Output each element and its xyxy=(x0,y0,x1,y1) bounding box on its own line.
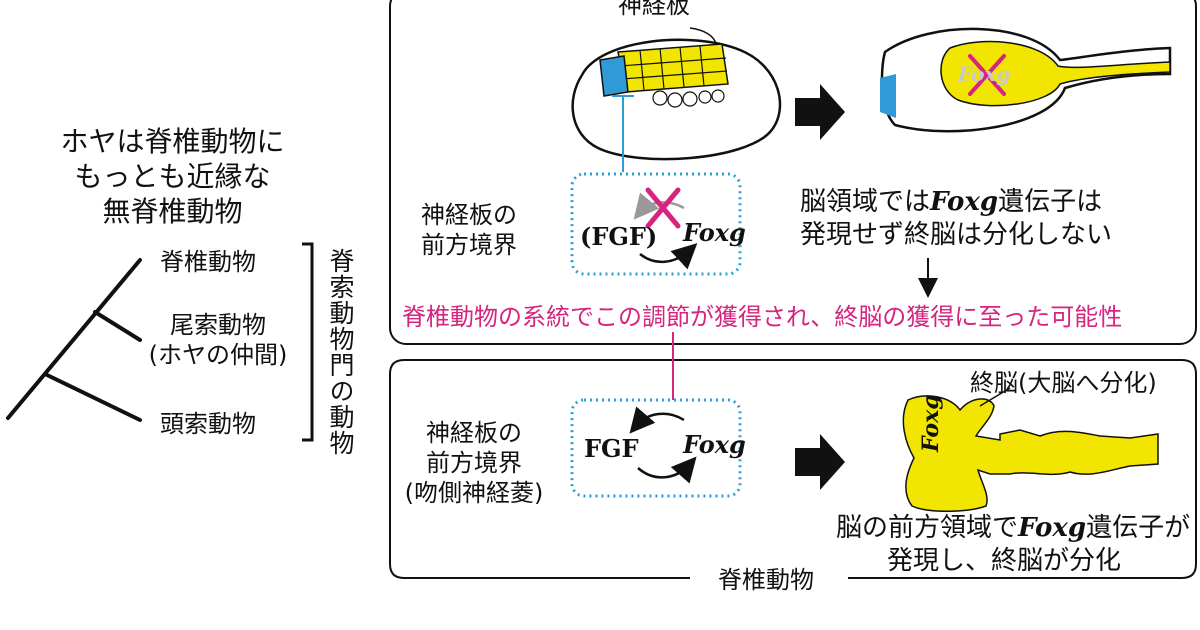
bottom-boundary-line-2: 前方境界 xyxy=(426,449,522,477)
top-panel-border xyxy=(389,0,1197,345)
bottom-fgf-label: FGF xyxy=(584,434,639,463)
bottom-result-line-1: 脳の前方領域でFoxg遺伝子が xyxy=(836,512,1190,545)
brain-foxg-label: Foxg xyxy=(918,394,944,452)
bottom-arrow-upper xyxy=(629,406,685,434)
top-fgf-label: (FGF) xyxy=(580,222,658,251)
bottom-regulation-box xyxy=(570,398,742,498)
tree-label-tunicate: 尾索動物 (ホヤの仲間) xyxy=(148,310,288,370)
tree-label-cephalochordate: 頭索動物 xyxy=(160,410,256,438)
brain-label: 終脳(大脳へ分化) xyxy=(970,369,1157,397)
tree-label-vertebrate: 脊椎動物 xyxy=(160,248,256,276)
hypothesis-text: 脊椎動物の系統でこの調節が獲得され、終脳の獲得に至った可能性 xyxy=(402,303,1123,331)
top-regulation-box xyxy=(570,172,742,276)
bottom-result-line-1-post: 遺伝子が xyxy=(1086,513,1191,543)
bottom-result-line-1-gene: Foxg xyxy=(1018,513,1087,543)
bottom-result-text: 脳の前方領域でFoxg遺伝子が 発現し、終脳が分化 xyxy=(836,512,1190,577)
top-result-line-1: 脳領域ではFoxg遺伝子は xyxy=(800,186,1102,219)
bottom-panel-title: 脊椎動物 xyxy=(718,566,814,594)
top-result-line-1-pre: 脳領域では xyxy=(800,187,931,217)
inhibition-line xyxy=(612,95,634,172)
bottom-transition-arrow xyxy=(795,434,845,490)
phylum-label: 脊索動物門の動物 xyxy=(326,248,355,456)
bottom-panel-border xyxy=(389,359,1197,579)
top-boundary-label: 神経板の 前方境界 xyxy=(404,200,534,260)
top-result-line-2: 発現せず終脳は分化しない xyxy=(800,219,1113,250)
vertebrate-brain xyxy=(902,387,1159,513)
left-heading-line-3: 無脊椎動物 xyxy=(102,195,243,228)
left-heading-line-1: ホヤは脊椎動物に xyxy=(60,125,285,158)
tree-label-tunicate-line-1: 尾索動物 xyxy=(170,311,266,339)
bottom-foxg-label: Foxg xyxy=(683,430,746,459)
top-result-line-1-gene: Foxg xyxy=(930,187,999,217)
neural-plate-label: 神経板 xyxy=(618,0,690,19)
top-transition-arrow xyxy=(795,84,845,140)
top-boundary-line-2: 前方境界 xyxy=(421,231,517,259)
left-heading: ホヤは脊椎動物に もっとも近縁な 無脊椎動物 xyxy=(55,124,290,229)
bottom-boundary-line-1: 神経板の xyxy=(426,419,522,447)
bottom-boundary-label: 神経板の 前方境界 (吻側神経菱) xyxy=(404,418,544,508)
top-magenta-x xyxy=(645,187,681,229)
larva-foxg-faded-label: Foxg xyxy=(958,62,1011,86)
top-result-line-1-post: 遺伝子は xyxy=(998,187,1103,217)
top-black-arrow xyxy=(639,243,698,270)
top-boundary-line-1: 神経板の xyxy=(421,201,517,229)
tree-label-tunicate-line-2: (ホヤの仲間) xyxy=(148,341,288,369)
bottom-result-line-2: 発現し、終脳が分化 xyxy=(886,545,1121,576)
phylum-bracket xyxy=(302,242,314,442)
left-heading-line-2: もっとも近縁な xyxy=(74,160,271,193)
top-result-text: 脳領域ではFoxg遺伝子は 発現せず終脳は分化しない xyxy=(800,186,1113,251)
phylogenetic-tree xyxy=(6,258,142,422)
top-foxg-label: Foxg xyxy=(683,218,746,247)
ascidian-larva xyxy=(880,27,1172,133)
bottom-arrow-lower xyxy=(637,456,697,484)
ascidian-embryo xyxy=(571,27,782,161)
bottom-boundary-line-3: (吻側神経菱) xyxy=(404,479,544,507)
bottom-result-line-1-pre: 脳の前方領域で xyxy=(836,513,1019,543)
